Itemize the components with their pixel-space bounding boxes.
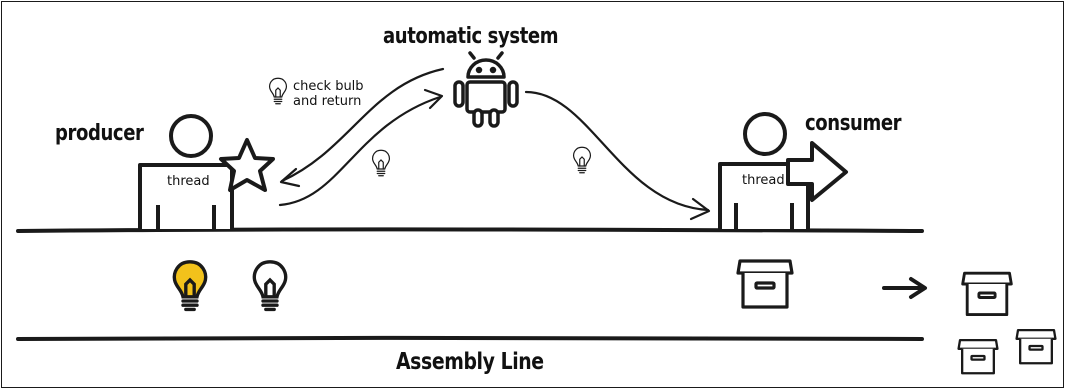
- forward-lightbulb-icon: [573, 146, 591, 174]
- producer-label: producer: [55, 121, 144, 146]
- note-lightbulb-icon: [269, 77, 287, 105]
- star-icon: [219, 138, 275, 192]
- producer-person-icon: [138, 114, 234, 229]
- lower-line: [16, 335, 924, 341]
- arrow-right-icon: [786, 141, 848, 202]
- stack-box-right-icon: [1015, 329, 1057, 365]
- consumer-thread-label: thread: [742, 173, 785, 188]
- consumer-box-icon: [736, 259, 794, 309]
- note-text-line2: and return: [293, 94, 362, 109]
- stack-box-top-icon: [961, 271, 1013, 317]
- android-robot-icon: [453, 51, 519, 128]
- flow-arrows: [278, 67, 927, 299]
- return-lightbulb-icon: [372, 149, 390, 177]
- upper-line: [16, 227, 924, 233]
- lit-lightbulb-icon: [172, 260, 208, 312]
- unlit-lightbulb-icon: [252, 260, 288, 312]
- stack-box-left-icon: [957, 339, 999, 375]
- consumer-label: consumer: [805, 111, 902, 136]
- diagram-title: automatic system: [383, 24, 559, 49]
- note-text-line1: check bulb: [293, 79, 364, 94]
- producer-thread-label: thread: [167, 174, 210, 189]
- assembly-line-label: Assembly Line: [396, 349, 544, 375]
